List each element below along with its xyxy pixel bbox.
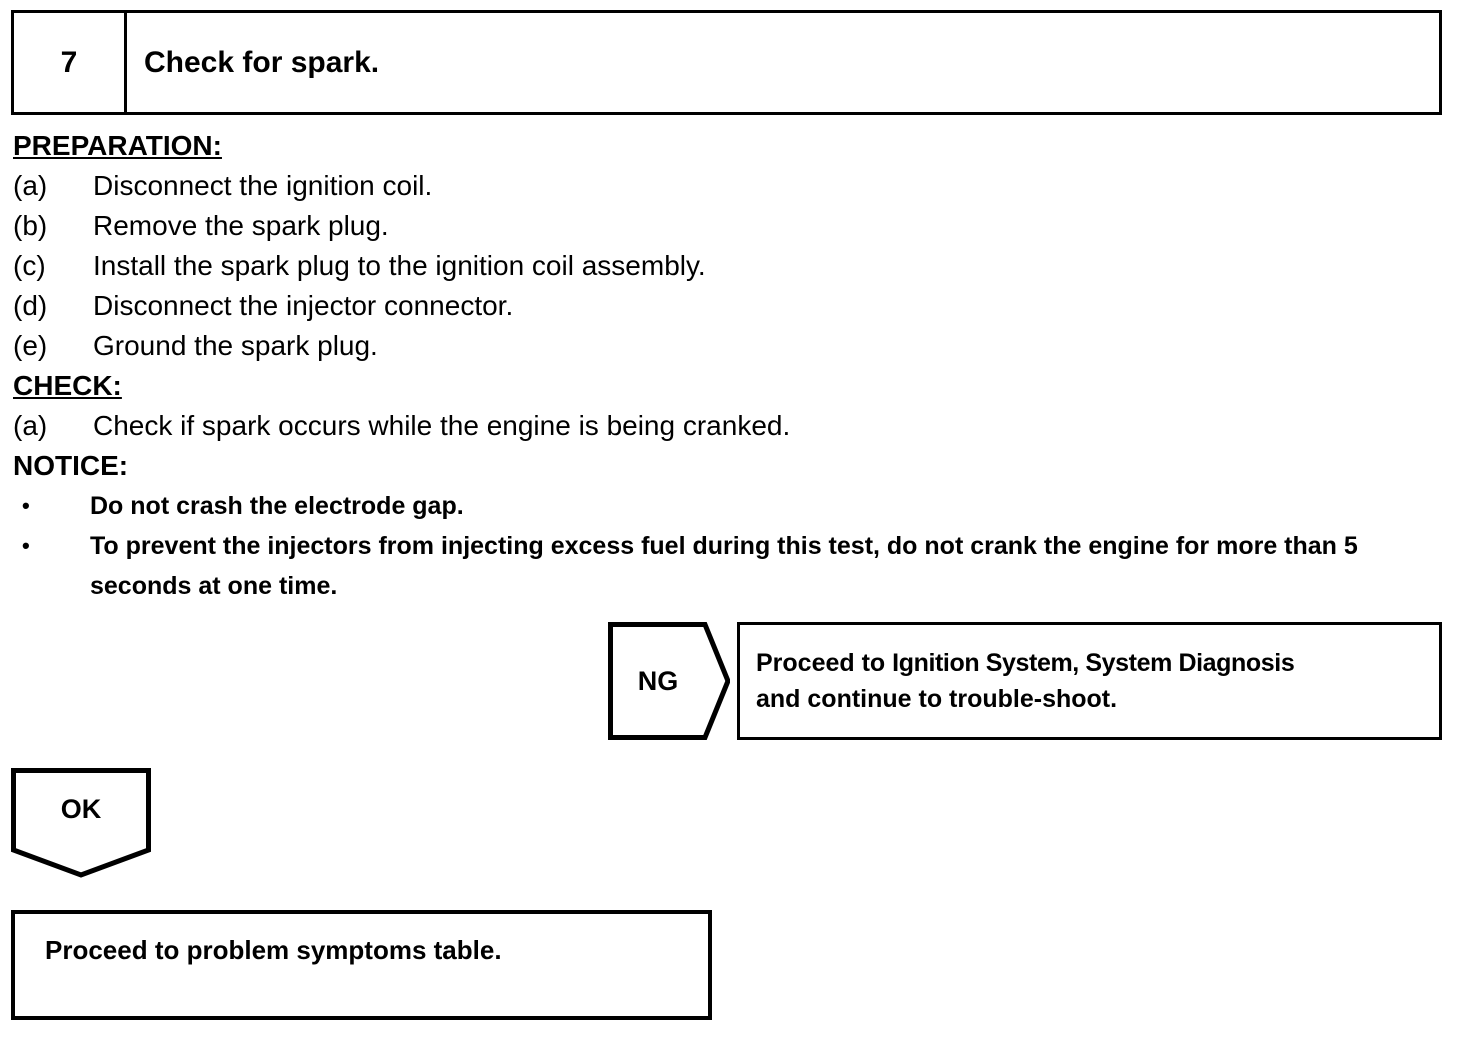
preparation-item-label: (e) bbox=[13, 330, 48, 361]
ok-result-box: Proceed to problem symptoms table. bbox=[11, 910, 712, 1020]
check-item: (a) Check if spark occurs while the engi… bbox=[0, 406, 1472, 446]
bullet-icon: • bbox=[22, 493, 30, 518]
preparation-heading-row: PREPARATION: bbox=[0, 126, 1472, 166]
notice-item: • To prevent the injectors from injectin… bbox=[0, 526, 1472, 606]
preparation-item-label: (a) bbox=[13, 170, 48, 201]
preparation-heading: PREPARATION: bbox=[13, 130, 222, 161]
ng-label: NG bbox=[608, 622, 708, 740]
step-title-cell: Check for spark. bbox=[127, 13, 1439, 112]
ng-branch: NG Proceed to Ignition System, System Di… bbox=[608, 622, 1442, 740]
preparation-item-label: (c) bbox=[13, 250, 46, 281]
preparation-item: (b) Remove the spark plug. bbox=[0, 206, 1472, 246]
step-title: Check for spark. bbox=[144, 45, 380, 79]
notice-heading: NOTICE: bbox=[13, 450, 129, 481]
preparation-item: (d) Disconnect the injector connector. bbox=[0, 286, 1472, 326]
ng-result-reference: Ignition System, System Diagnosis bbox=[892, 649, 1295, 677]
step-number: 7 bbox=[60, 45, 78, 79]
preparation-item-text: Disconnect the injector connector. bbox=[93, 290, 514, 321]
ok-label-text: OK bbox=[60, 793, 102, 824]
check-heading-row: CHECK: bbox=[0, 366, 1472, 406]
ng-result-box: Proceed to Ignition System, System Diagn… bbox=[737, 622, 1442, 740]
preparation-item: (e) Ground the spark plug. bbox=[0, 326, 1472, 366]
ng-pentagon-shape bbox=[608, 622, 730, 740]
ok-result-text: Proceed to problem symptoms table. bbox=[45, 935, 502, 965]
preparation-item-text: Remove the spark plug. bbox=[93, 210, 389, 241]
check-item-label: (a) bbox=[13, 410, 48, 441]
notice-item-text: Do not crash the electrode gap. bbox=[90, 492, 464, 520]
preparation-item-text: Ground the spark plug. bbox=[93, 330, 378, 361]
ok-pentagon-shape bbox=[11, 768, 151, 878]
preparation-item: (c) Install the spark plug to the igniti… bbox=[0, 246, 1472, 286]
ng-result-line-1: Proceed to Ignition System, System Diagn… bbox=[756, 645, 1295, 681]
preparation-item-label: (d) bbox=[13, 290, 48, 321]
bullet-icon: • bbox=[22, 533, 30, 558]
preparation-item: (a) Disconnect the ignition coil. bbox=[0, 166, 1472, 206]
check-heading: CHECK: bbox=[13, 370, 122, 401]
ng-result-line-2: and continue to trouble-shoot. bbox=[756, 685, 1118, 713]
step-header-table: 7 Check for spark. bbox=[11, 10, 1442, 115]
preparation-item-text: Install the spark plug to the ignition c… bbox=[93, 250, 706, 281]
preparation-item-label: (b) bbox=[13, 210, 48, 241]
notice-item-text: To prevent the injectors from injecting … bbox=[90, 532, 1358, 600]
ng-label-text: NG bbox=[637, 665, 679, 696]
ok-label: OK bbox=[11, 768, 151, 850]
step-body: PREPARATION: (a) Disconnect the ignition… bbox=[0, 126, 1472, 606]
check-item-text: Check if spark occurs while the engine i… bbox=[93, 410, 791, 441]
ng-result-prefix: Proceed to bbox=[756, 649, 893, 677]
step-number-cell: 7 bbox=[14, 13, 127, 112]
notice-item: • Do not crash the electrode gap. bbox=[0, 486, 1472, 526]
ng-result-text: Proceed to Ignition System, System Diagn… bbox=[740, 645, 1295, 717]
preparation-item-text: Disconnect the ignition coil. bbox=[93, 170, 433, 201]
notice-heading-row: NOTICE: bbox=[0, 446, 1472, 486]
